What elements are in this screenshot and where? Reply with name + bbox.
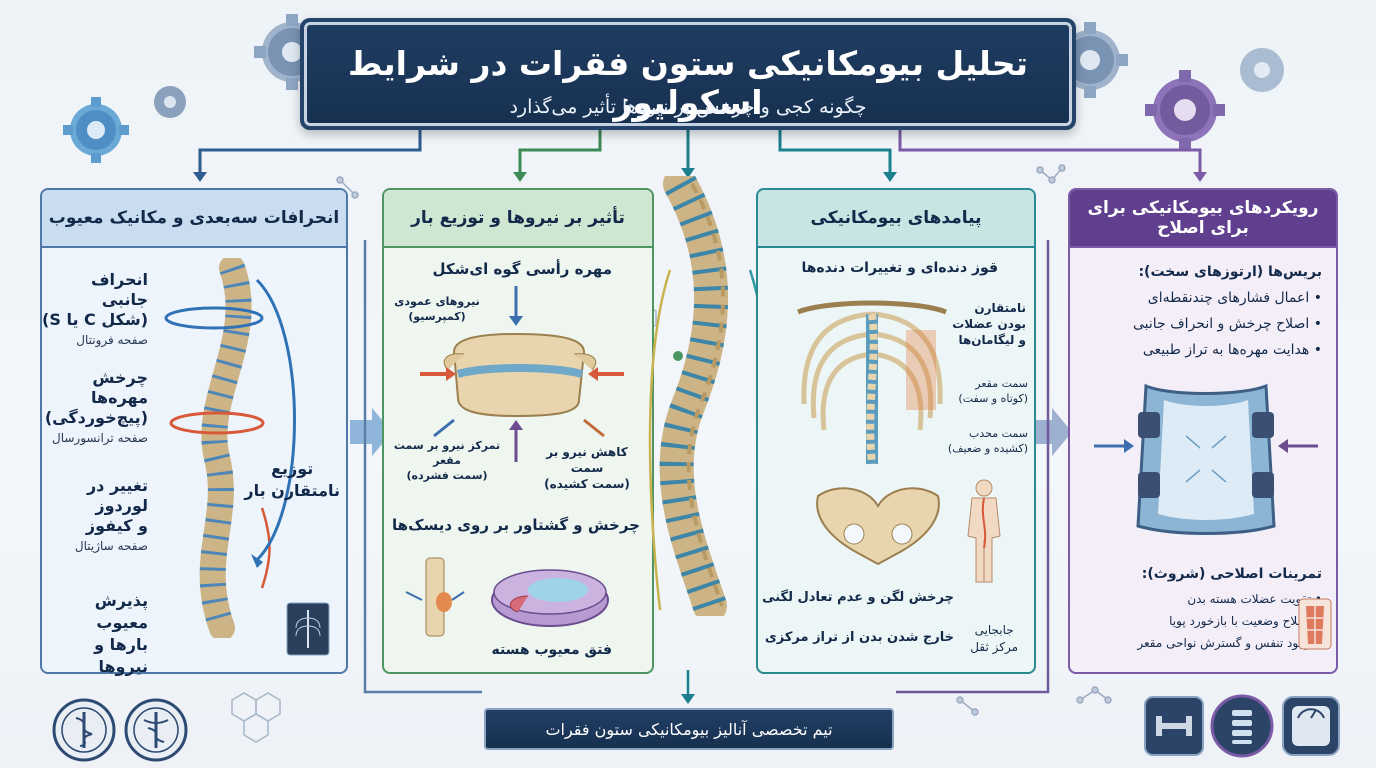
gear-icon (1145, 70, 1225, 150)
disc-herniation-illustration (405, 557, 609, 637)
pelvis-illustration (816, 487, 940, 566)
exercise-title: تمرینات اصلاحی (شروث): (1141, 566, 1322, 582)
herniation-label: فتق معیوب هسته (491, 642, 612, 658)
panel-correction-header: رویکردهای بیومکانیکی برای برای اصلاح (1070, 190, 1336, 248)
gear-icon (1240, 48, 1284, 92)
medical-seal-icon (124, 698, 188, 762)
gear-icon (154, 86, 186, 118)
gear-icon (63, 97, 129, 163)
panel-forces: تأثیر بر نیروها و توزیع بار مهره رأسی گو… (382, 188, 654, 674)
panel-deviations: انحرافات سه‌بعدی و مکانیک معیوب انحراف ج… (40, 188, 348, 676)
panel-consequences-header: پیامدهای بیومکانیکی (758, 190, 1034, 248)
panel-correction: رویکردهای بیومکانیکی برای برای اصلاح بری… (1068, 188, 1338, 674)
wedge-vertebra-title: مهره رأسی گوه ای‌شکل (432, 260, 612, 278)
panel-forces-header: تأثیر بر نیروها و توزیع بار (384, 190, 652, 248)
item-vertebral-rotation: چرخش مهره‌ها (پیچ‌خوردگی) صفحه ترانسورسا… (44, 368, 148, 445)
footer-label: تیم تخصصی آنالیز بیومکانیکی ستون فقرات (545, 719, 833, 739)
convex-side-label: سمت محدب (کشیده و ضعیف) (947, 427, 1028, 455)
brace-item: • هدایت مهره‌ها به تراز طبیعی (1142, 342, 1322, 358)
arrow-icon (193, 168, 1207, 182)
brace-title: بریس‌ها (ارتوزهای سخت): (1138, 264, 1322, 280)
wedge-vertebra-illustration (420, 286, 624, 462)
rib-hump-title: قوز دنده‌ای و تغییرات دنده‌ها (801, 260, 998, 276)
dumbbell-icon (1144, 696, 1204, 756)
spine-illustration (164, 258, 271, 638)
brace-item: • اعمال فشارهای چندنقطه‌ای (1147, 290, 1322, 306)
pelvic-rotation-label: چرخش لگن و عدم تعادل لگنی (762, 590, 954, 605)
load-arrow (251, 278, 296, 568)
body-figure-illustration (967, 479, 1001, 583)
axial-force-label: نیروهای عمودی (کمپرسیو) (394, 295, 480, 323)
center-of-gravity-label: جابجایی مرکز ثقل (970, 623, 1018, 654)
title-banner: تحلیل بیومکانیکی ستون فقرات در شرایط اسک… (300, 18, 1076, 130)
disc-torque-title: چرخش و گشتاور بر روی دیسک‌ها (392, 516, 640, 534)
brace-illustration (1094, 383, 1318, 535)
xray-icon (286, 602, 330, 656)
footer-banner: تیم تخصصی آنالیز بیومکانیکی ستون فقرات (484, 708, 894, 750)
exercise-item: • بهبود تنفس و گسترش نواحی مقعر (1137, 636, 1322, 650)
item-faulty-loading: پذیرش معیوب بارها و نیروها (94, 591, 148, 676)
item-lordosis-kyphosis: تغییر در لوردوز و کیفوز صفحه ساژیتال (74, 476, 148, 553)
brace-item: • اصلاح چرخش و انحراف جانبی (1133, 316, 1322, 332)
asymmetry-label: نامتقارن بودن عضلات و لیگامان‌ها (952, 301, 1026, 347)
central-spine-illustration (659, 176, 728, 616)
ribcage-illustration (797, 300, 947, 465)
arrow-icon (350, 408, 1072, 456)
asymmetric-load-label: توزیع نامتقارن بار (244, 459, 340, 500)
panel-consequences: پیامدهای بیومکانیکی قوز دنده‌ای و تغییرا… (756, 188, 1036, 674)
scale-icon (1282, 696, 1340, 756)
spine-badge-icon (1210, 694, 1274, 758)
concave-force-label: تمرکز نیرو بر سمت مقعر (سمت فشرده) (393, 439, 501, 482)
convex-force-label: کاهش نیرو بر سمت (سمت کشیده) (544, 445, 630, 491)
concave-side-label: سمت مقعر (کوتاه و سفت) (958, 377, 1028, 405)
page-title: تحلیل بیومکانیکی ستون فقرات در شرایط اسک… (347, 44, 1029, 122)
off-balance-label: خارج شدن بدن از تراز مرکزی (764, 630, 954, 645)
item-lateral-deviation: انحراف جانبی (شکل C یا S) صفحه فرونتال (42, 270, 148, 347)
panel-deviations-header: انحرافات سه‌بعدی و مکانیک معیوب (42, 190, 346, 248)
page-subtitle: چگونه کجی و چرخش بر نیروها تأثیر می‌گذار… (509, 96, 867, 118)
medical-seal-icon (52, 698, 116, 762)
abdominal-muscles-icon (1298, 598, 1332, 650)
